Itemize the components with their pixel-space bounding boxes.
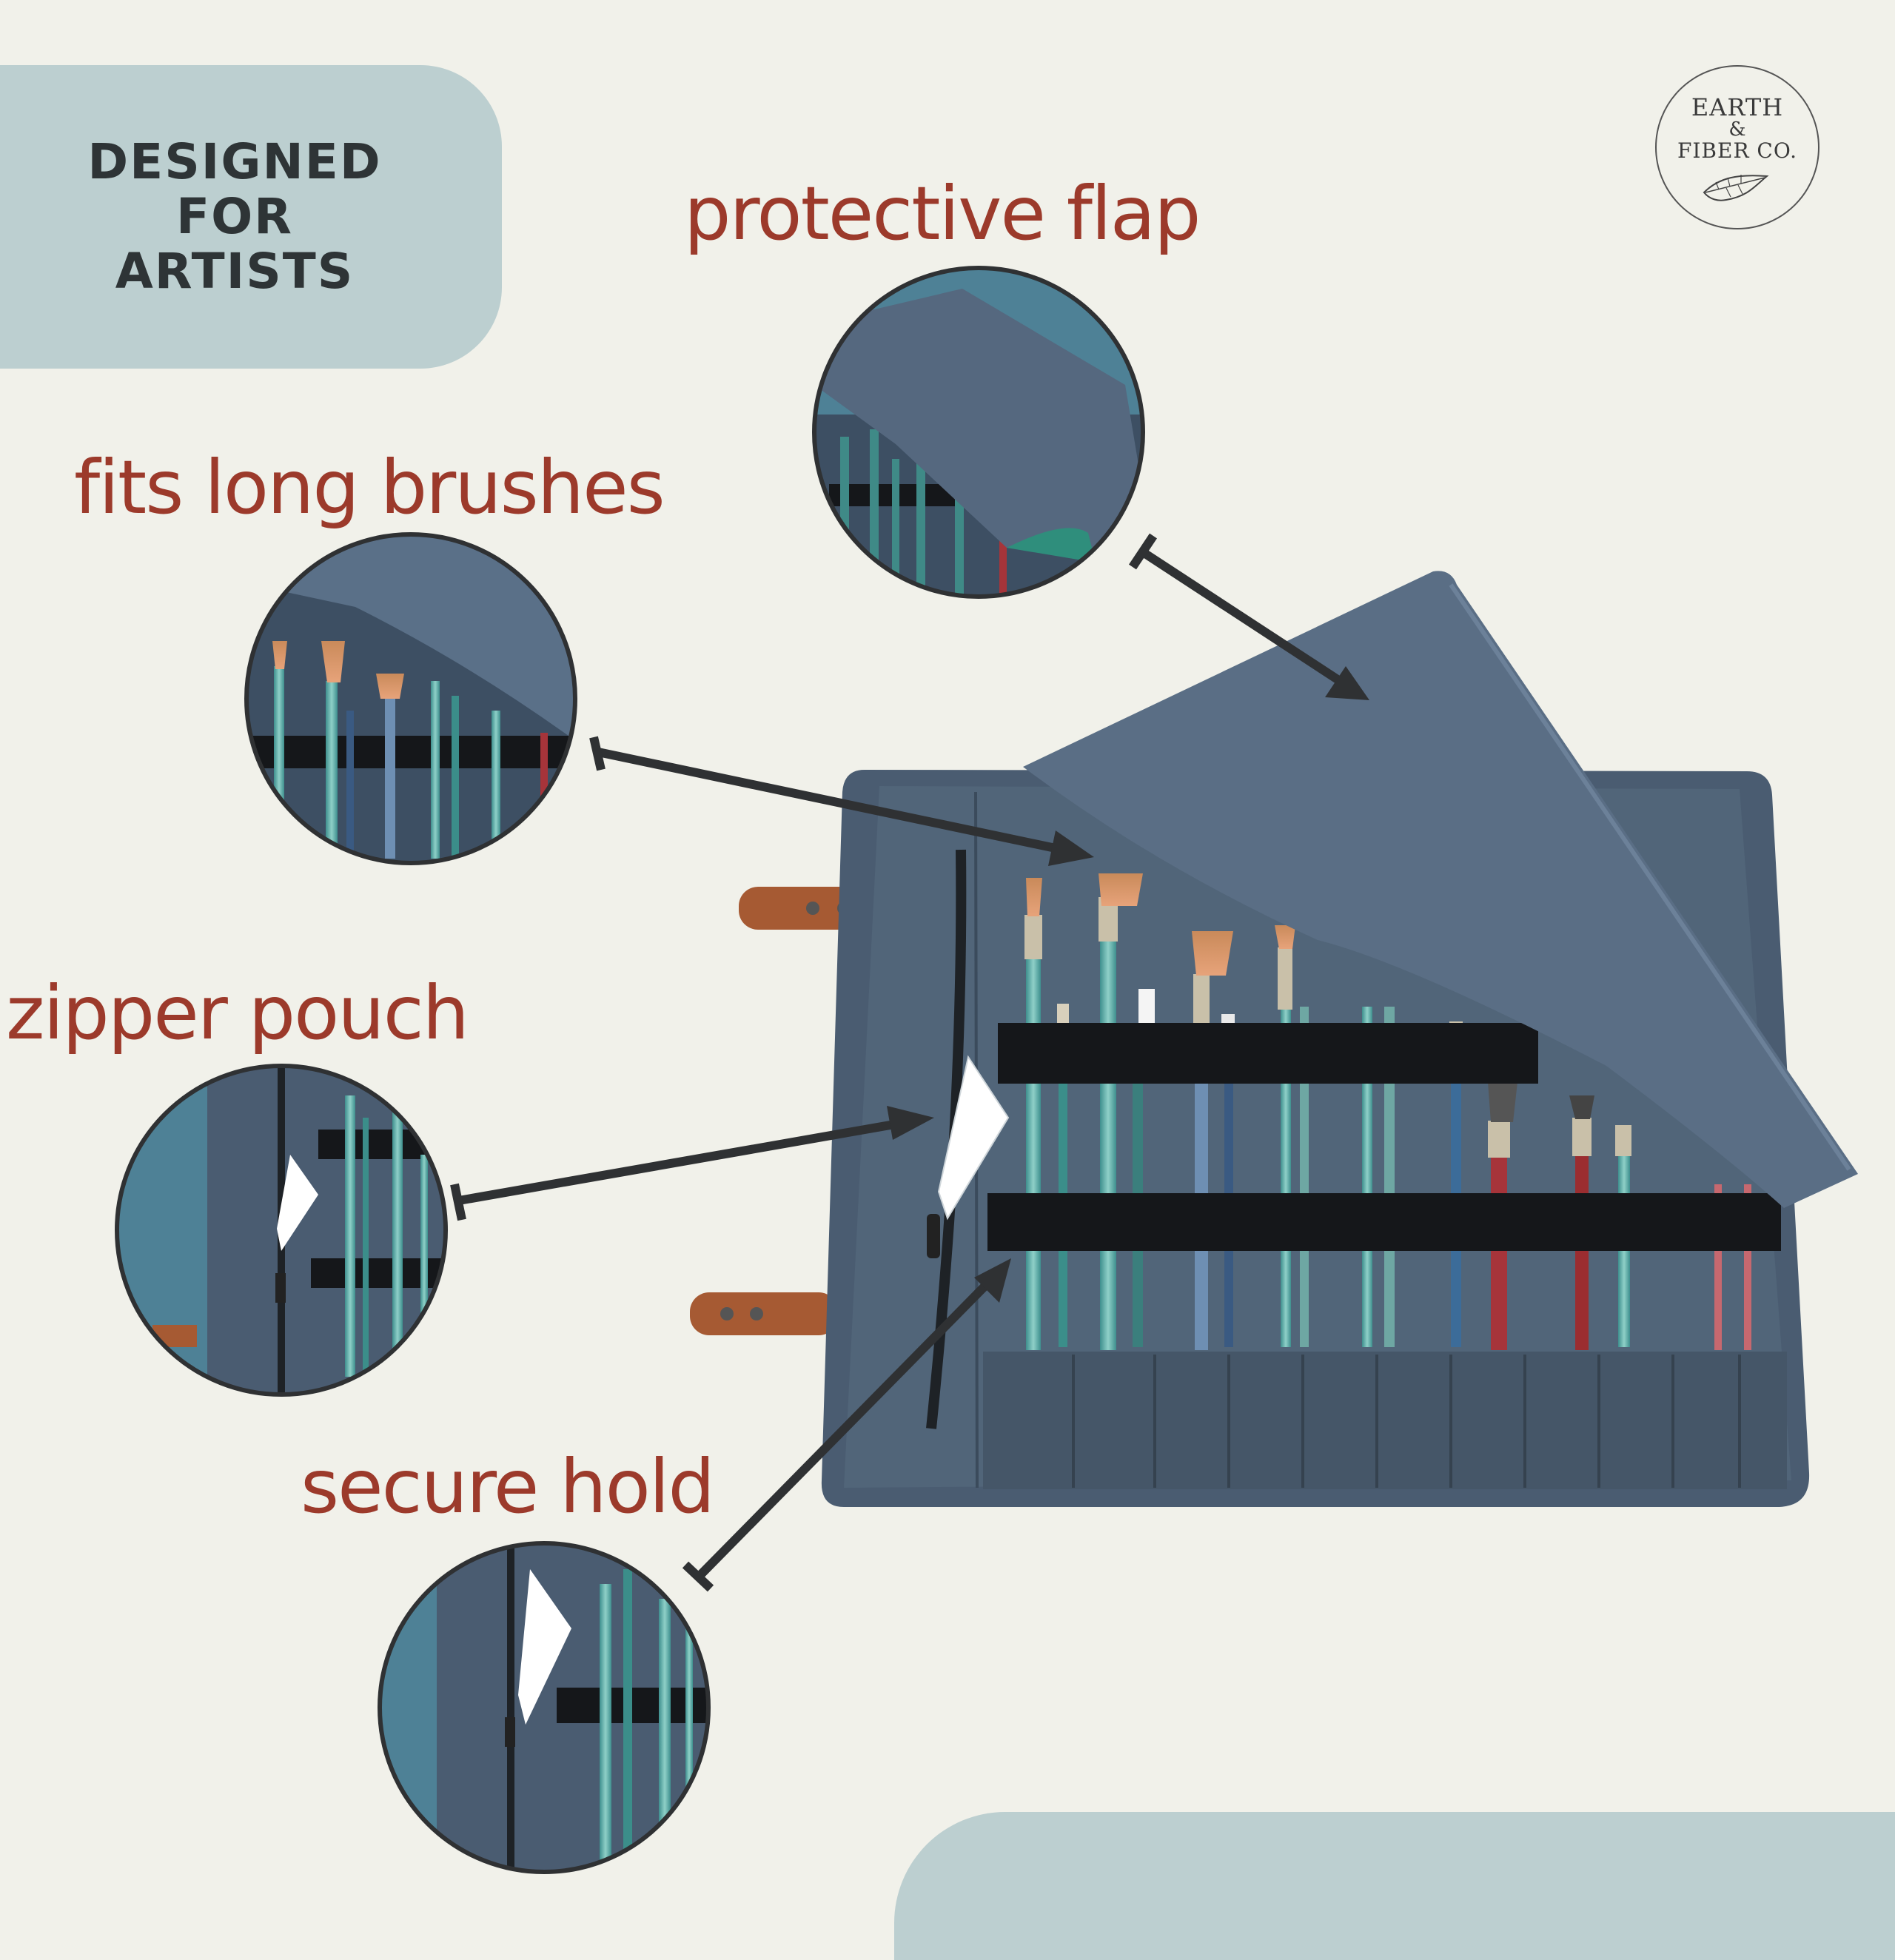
brand-logo: EARTH & FIBER CO. (1655, 65, 1819, 229)
callout-protective-flap: protective flap (684, 170, 1201, 257)
callout-fits-long-brushes: fits long brushes (74, 444, 665, 531)
inset-fits-long-brushes (244, 532, 577, 865)
inset-zipper-pouch (115, 1064, 448, 1397)
callout-arrows (450, 533, 1369, 1592)
arrow-fits-long-brushes (597, 748, 1057, 853)
banner-line-2: FOR (175, 188, 293, 245)
arrow-protective-flap (1140, 548, 1343, 685)
elastic-band-bottom (987, 1193, 1781, 1251)
zipper-pull (927, 1214, 940, 1258)
oak-leaf-icon (1703, 175, 1769, 201)
inset-protective-flap (812, 266, 1145, 599)
elastic-band-top (998, 1023, 1538, 1084)
brush-pockets (983, 1352, 1787, 1489)
logo-ampersand: & (1728, 118, 1746, 141)
banner-line-1: DESIGNED (87, 133, 382, 190)
banner-line-3: ARTISTS (115, 243, 355, 300)
callout-secure-hold: secure hold (301, 1443, 715, 1530)
logo-line-1: EARTH (1691, 93, 1784, 121)
palette-knife (937, 1055, 1010, 1221)
inset-secure-hold (378, 1541, 711, 1874)
arrow-secure-hold (695, 1281, 990, 1580)
product-illustration (115, 266, 1858, 1874)
logo-line-2: FIBER CO. (1677, 138, 1798, 163)
brush-roll (690, 571, 1858, 1507)
callout-zipper-pouch: zipper pouch (6, 970, 469, 1056)
arrow-zipper-pouch (457, 1119, 900, 1205)
protective-flap (1023, 571, 1858, 1208)
leather-strap-bottom (690, 1292, 838, 1335)
designed-for-artists-banner: DESIGNED FOR ARTISTS (0, 65, 502, 369)
